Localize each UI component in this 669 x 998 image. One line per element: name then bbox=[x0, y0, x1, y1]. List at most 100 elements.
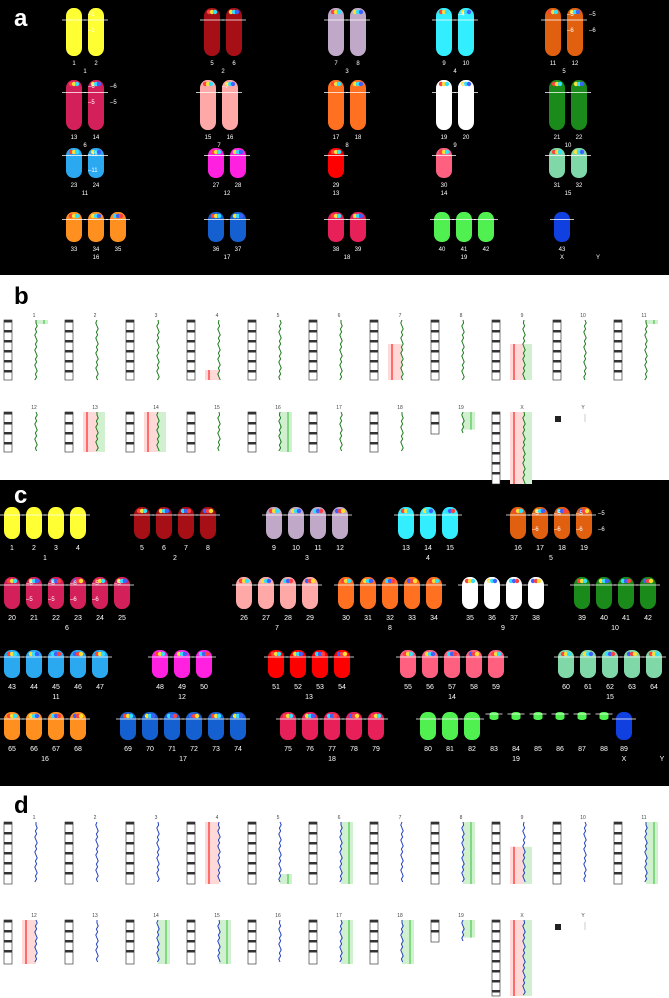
cytoband bbox=[65, 340, 73, 343]
telomere-probe bbox=[238, 713, 244, 719]
chromosome bbox=[511, 712, 521, 720]
translocation-mark: –1 bbox=[88, 28, 95, 34]
chromosome bbox=[616, 712, 632, 740]
cnv-gain-region bbox=[97, 412, 105, 452]
cytoband bbox=[553, 350, 561, 353]
chromosome bbox=[350, 8, 366, 56]
telomere-probe bbox=[204, 651, 210, 657]
chromosome-number: 76 bbox=[306, 746, 314, 753]
chromosome-number: 74 bbox=[234, 746, 242, 753]
telomere-probe bbox=[12, 651, 18, 657]
chromosome-number: 37 bbox=[510, 615, 518, 622]
cnv-gain-region bbox=[341, 822, 353, 884]
cytoband bbox=[126, 432, 134, 435]
telomere-probe bbox=[142, 508, 148, 514]
cytoband bbox=[370, 422, 378, 425]
cnv-trace bbox=[217, 319, 221, 381]
chromosome-number: 1 bbox=[72, 61, 76, 67]
chromosome-number: 14 bbox=[424, 545, 432, 552]
chromosome-group-label: X bbox=[622, 756, 627, 763]
telomere-probe bbox=[406, 508, 412, 514]
cnv-chromosome-label: 5 bbox=[277, 815, 280, 821]
telomere-probe bbox=[553, 9, 559, 15]
cytoband bbox=[65, 330, 73, 333]
telomere-probe bbox=[579, 81, 585, 87]
chromosome-group-label: 9 bbox=[501, 625, 505, 632]
cytoband bbox=[187, 822, 195, 825]
chromosome-number: 29 bbox=[306, 615, 314, 622]
chromosome bbox=[545, 8, 561, 56]
cytoband bbox=[126, 822, 134, 825]
cytoband bbox=[492, 872, 500, 875]
telomere-probe bbox=[562, 508, 568, 514]
cytoband bbox=[553, 842, 561, 845]
cytoband bbox=[187, 852, 195, 855]
chromosome-number: 5 bbox=[210, 61, 214, 67]
cytoband bbox=[65, 422, 73, 425]
cytoband bbox=[248, 442, 256, 445]
cnv-chromosome-label: 15 bbox=[214, 405, 220, 411]
cytoband bbox=[248, 872, 256, 875]
telomere-probe bbox=[310, 578, 316, 584]
cytoband bbox=[431, 360, 439, 363]
telomere-probe bbox=[342, 651, 348, 657]
cytoband bbox=[126, 950, 134, 953]
chromosome-number: 17 bbox=[333, 135, 340, 141]
cytoband bbox=[4, 350, 12, 353]
cnv-loss-region bbox=[144, 412, 158, 452]
cytoband bbox=[309, 422, 317, 425]
cytoband bbox=[553, 832, 561, 835]
telomere-probe bbox=[626, 578, 632, 584]
cytoband bbox=[431, 370, 439, 373]
chromosome-number: 49 bbox=[178, 684, 186, 691]
cnv-trace bbox=[278, 411, 282, 452]
cytoband bbox=[126, 412, 134, 415]
cnv-chromosome-label: 9 bbox=[521, 815, 524, 821]
telomere-probe bbox=[96, 149, 102, 155]
cnv-loss-region bbox=[205, 370, 219, 380]
cnv-gain-region bbox=[158, 412, 166, 452]
cytoband bbox=[187, 930, 195, 933]
telomere-probe bbox=[12, 713, 18, 719]
translocation-mark: –9 bbox=[458, 84, 465, 90]
chromosome bbox=[436, 80, 452, 130]
translocation-mark: –6 bbox=[92, 597, 99, 603]
cytoband bbox=[370, 930, 378, 933]
cytoband bbox=[492, 442, 500, 445]
cytoband bbox=[65, 862, 73, 865]
cytoband bbox=[431, 872, 439, 875]
cnv-loss-region bbox=[205, 822, 219, 884]
cnv-chromosome-label: 12 bbox=[31, 405, 37, 411]
cytoband bbox=[492, 330, 500, 333]
translocation-mark: –6 bbox=[589, 28, 596, 34]
cytoband bbox=[492, 940, 500, 943]
chromosome-number: 10 bbox=[292, 545, 300, 552]
cytoband bbox=[126, 442, 134, 445]
chromosome-number: 7 bbox=[184, 545, 188, 552]
cytoband bbox=[187, 350, 195, 353]
chromosome-group-label: 2 bbox=[173, 555, 177, 562]
cnv-chromosome-label: 7 bbox=[399, 815, 402, 821]
cytoband bbox=[309, 340, 317, 343]
chromosome-group-label: 3 bbox=[345, 69, 349, 75]
telomere-probe bbox=[238, 149, 244, 155]
cytoband bbox=[248, 412, 256, 415]
telomere-probe bbox=[288, 578, 294, 584]
chromosome-number: 30 bbox=[342, 615, 350, 622]
cytoband bbox=[492, 360, 500, 363]
cytoband bbox=[126, 330, 134, 333]
chromosome-number: 22 bbox=[576, 135, 583, 141]
chromosome bbox=[599, 712, 609, 720]
chromosome-number: 38 bbox=[532, 615, 540, 622]
cytoband bbox=[4, 930, 12, 933]
cytoband bbox=[4, 330, 12, 333]
chromosome-number: 22 bbox=[52, 615, 60, 622]
telomere-probe bbox=[412, 578, 418, 584]
chromosome-group-label: 15 bbox=[565, 191, 572, 197]
cnv-trace bbox=[339, 411, 343, 452]
cnv-chromosome-label: 11 bbox=[641, 313, 646, 319]
panel-label-d: d bbox=[14, 792, 29, 819]
telomere-probe bbox=[186, 508, 192, 514]
cytoband bbox=[431, 852, 439, 855]
